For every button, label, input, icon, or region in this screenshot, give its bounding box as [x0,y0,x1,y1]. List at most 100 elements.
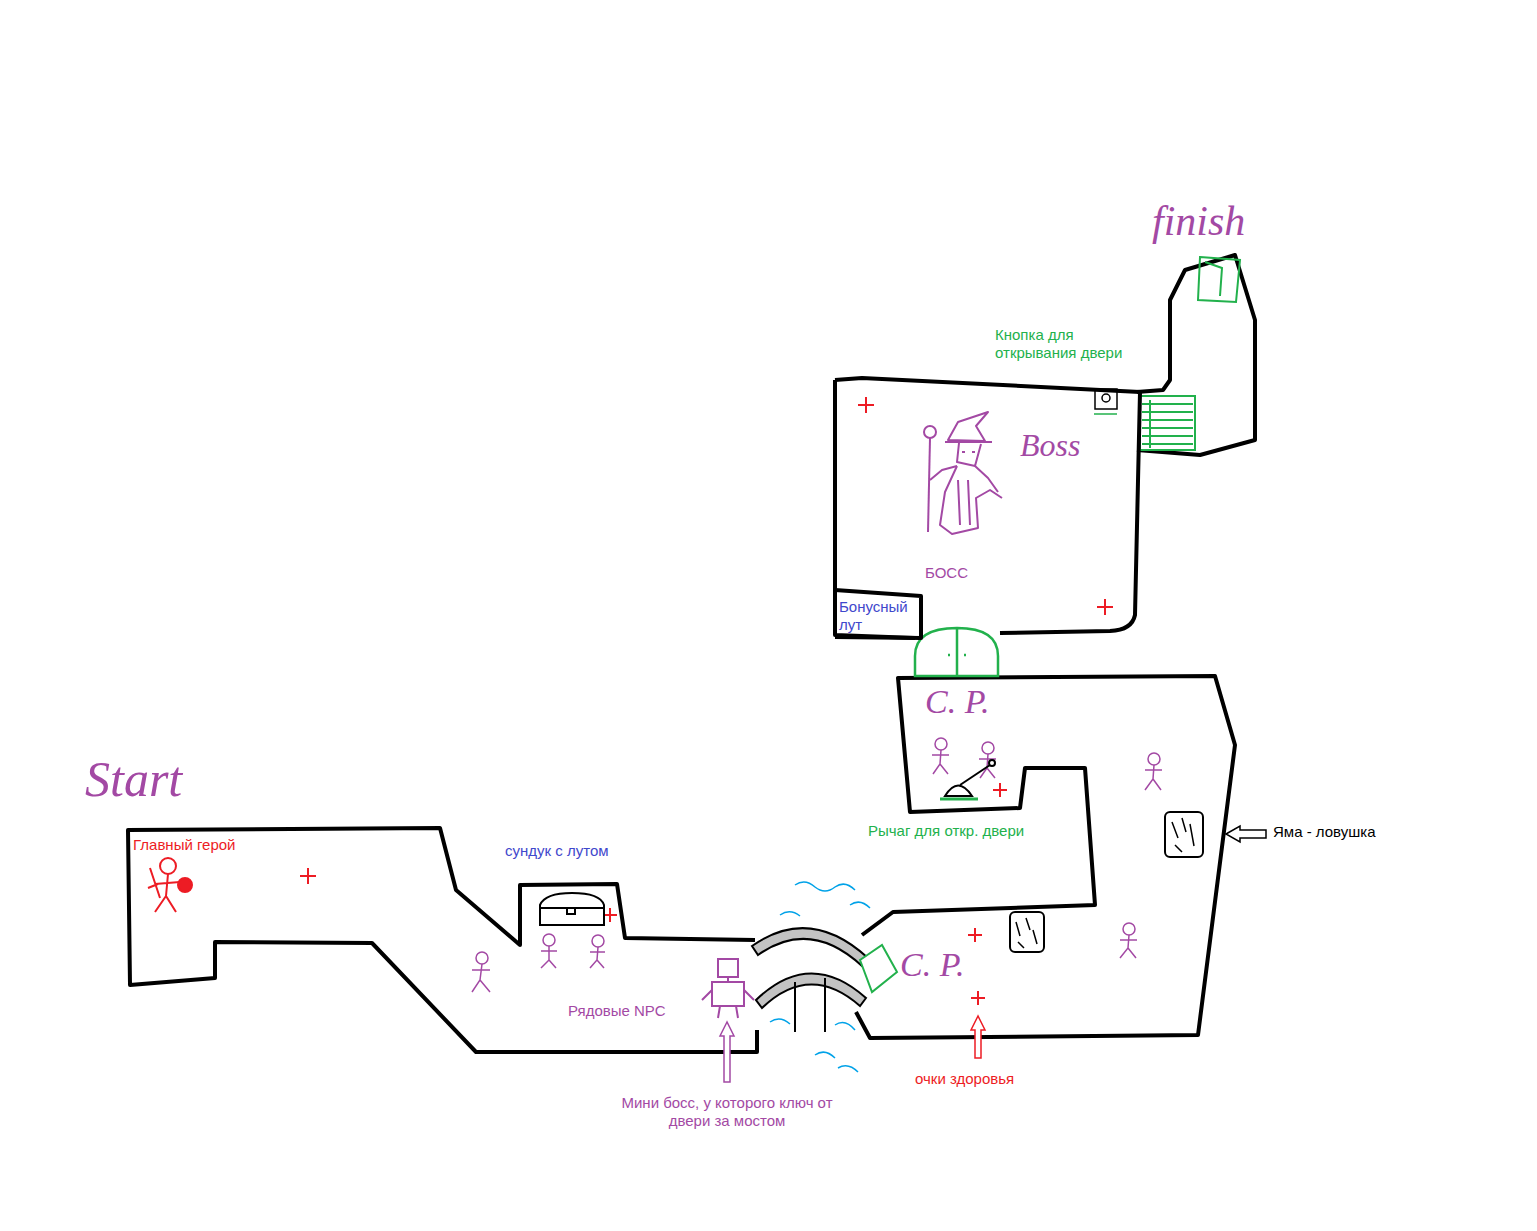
mini-boss-label: Мини босс, у которого ключ от двери за м… [612,1094,842,1130]
bridge-door [860,945,897,992]
door-lever [989,760,995,766]
npc-figure [592,935,604,947]
hero-label: Главный герой [133,836,236,854]
boss-wizard [962,451,975,453]
npc-figure [590,947,605,968]
bridge [756,973,866,1008]
water [770,882,870,1072]
mini-boss-figure [718,959,738,977]
bonus-loot-label: Бонусный лут [839,598,919,634]
finish-door [1205,262,1222,296]
npc-figure [935,738,947,750]
mini-boss-figure [702,977,754,1018]
room-wall [835,590,921,638]
hero-figure [148,868,160,898]
health-point [971,991,985,1005]
health-point [968,928,982,942]
door-lever [960,765,990,785]
health-point [1097,599,1113,615]
boss-wizard [948,412,988,441]
npc-figure [932,750,949,774]
chest-label: сундук с лутом [505,842,609,860]
checkpoint-label: C. P. [925,683,990,720]
boss-label: БОСС [925,564,968,582]
npc-figure [472,952,490,992]
exit-door [1140,396,1195,450]
callout-arrow [720,1022,734,1082]
boss-wizard [930,466,957,480]
npc-figure [1148,753,1160,765]
callout-arrow [1226,826,1266,842]
trap-pit [1172,818,1194,852]
door-button [1094,389,1117,414]
boss-wizard [924,412,1002,534]
door-lever [945,786,972,797]
trap-pit [1010,812,1203,952]
bonus-loot-room: Бонусный лут [835,588,925,644]
npc-figure [541,934,557,968]
callout-arrow [1226,826,1266,842]
trap-label: Яма - ловушка [1273,823,1376,841]
water [795,882,855,891]
health-point [603,908,617,922]
trap-pit [1165,812,1203,857]
finish-label: finish [1152,198,1245,244]
start-label: Start [85,752,182,807]
npc-figure [1123,923,1135,935]
boss-room: BossБОССБонусный лут [820,370,1150,680]
water [850,902,870,908]
boss-wizard [945,441,992,443]
npc-figure [1120,923,1137,958]
corridor-wall [1137,255,1255,455]
health-point [300,868,316,884]
trap-pit [1016,918,1037,948]
npc-figure [979,742,996,778]
water [770,1019,790,1024]
hero-figure [160,858,176,874]
health-point [993,783,1007,797]
health-point [858,397,874,413]
water [780,912,800,916]
npc-figure [982,742,994,754]
exit-door [1140,396,1195,450]
door-lever [940,798,978,801]
npc-figure [1145,765,1162,790]
bridge-door [860,945,897,992]
mini-boss-figure [712,982,744,1006]
npc-figure [476,952,488,964]
boss-wizard [924,426,936,438]
loot-chest [540,893,604,925]
npc-figure [472,738,1162,992]
finish-door [1198,257,1240,302]
corridor-wall [856,676,1235,1038]
boss-door [915,628,998,676]
health-point [300,397,1113,1005]
npc-figure [541,946,557,968]
npc-label: Рядовые NPC [568,1002,666,1020]
callout-arrow [720,1022,734,1082]
water [835,1022,855,1030]
boss-wizard [958,480,970,525]
loot-chest [540,893,604,925]
exit-door [1142,400,1193,448]
npc-figure [543,934,555,946]
checkpoint-label: C. P. [900,946,965,983]
hero-figure [148,858,192,912]
bridge [795,978,825,1032]
lever-label: Рычаг для откр. двери [868,822,1024,840]
boss-room-outline [820,370,1150,680]
door-button [1094,413,1117,415]
callout-arrow [971,1016,985,1058]
corridor-wall [128,255,1255,1052]
boss-wizard [928,438,930,532]
npc-figure [590,935,605,968]
npc-figure [932,738,949,774]
npc-figure [1120,935,1137,958]
hero-figure [178,878,192,892]
trap-pit [1010,912,1044,952]
finish-door [1198,257,1240,302]
corridor-wall [128,828,757,1052]
npc-figure [472,964,490,992]
